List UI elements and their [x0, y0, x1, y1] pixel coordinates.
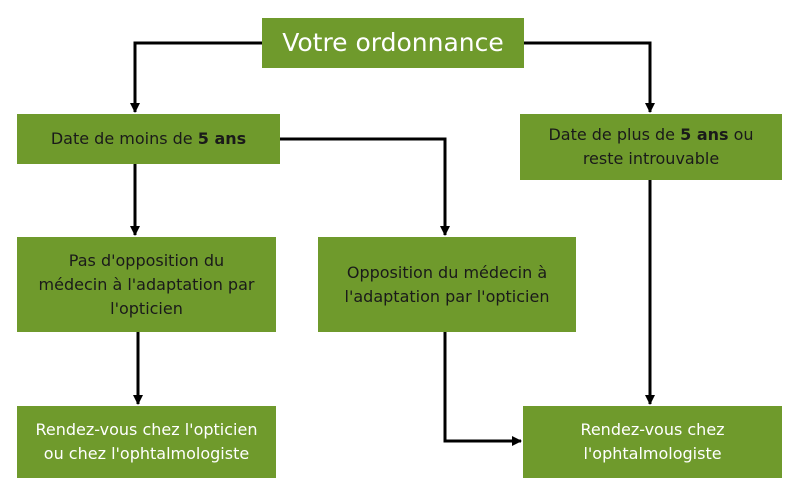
node-old-line-2: reste introuvable — [582, 149, 720, 168]
node-old-prefix: Date de plus de — [548, 125, 681, 144]
node-recent-prefix: Date de moins de — [50, 129, 198, 148]
arrow-title-to-old — [524, 41, 655, 113]
node-less-than-5-years: Date de moins de 5 ans — [17, 114, 280, 164]
node-no-opposition-line: l'opticien — [110, 298, 183, 318]
node-recent-bold: 5 ans — [197, 129, 247, 148]
arrow-recent-to-opposition — [280, 137, 450, 236]
node-go-to-ophthalmologist: Rendez-vous chez l'ophtalmologiste — [523, 406, 782, 478]
node-no-opposition-line: Pas d'opposition du — [68, 250, 225, 270]
node-opposition-line: l'adaptation par l'opticien — [344, 286, 550, 306]
node-no-opposition-text: Pas d'opposition du médecin à l'adaptati… — [39, 249, 255, 321]
node-optician-line: Rendez-vous chez l'opticien — [35, 420, 258, 439]
node-ophthalmologist-line: l'ophtalmologiste — [583, 444, 722, 463]
node-old-suffix: ou — [728, 125, 754, 144]
node-title-text: Votre ordonnance — [282, 28, 504, 58]
node-old-bold: 5 ans — [680, 125, 729, 144]
node-opposition-line: Opposition du médecin à — [346, 262, 548, 282]
node-old-line-1: Date de plus de 5 ans ou — [548, 123, 753, 147]
node-ophthalmologist-text: Rendez-vous chez l'ophtalmologiste — [580, 418, 724, 466]
node-go-to-optician: Rendez-vous chez l'opticien ou chez l'op… — [17, 406, 276, 478]
node-optician-text: Rendez-vous chez l'opticien ou chez l'op… — [36, 418, 258, 466]
node-recent-text: Date de moins de 5 ans — [51, 127, 246, 151]
node-more-than-5-years: Date de plus de 5 ans ou reste introuvab… — [520, 114, 782, 180]
node-ophthalmologist-line: Rendez-vous chez — [580, 420, 725, 439]
node-no-opposition: Pas d'opposition du médecin à l'adaptati… — [17, 237, 276, 332]
node-opposition-text: Opposition du médecin à l'adaptation par… — [345, 261, 550, 309]
arrow-opposition-to-ophthalmologist — [443, 332, 522, 446]
arrow-title-to-recent — [130, 41, 262, 113]
node-no-opposition-line: médecin à l'adaptation par — [38, 274, 255, 294]
node-optician-line: ou chez l'ophtalmologiste — [43, 444, 250, 463]
node-opposition: Opposition du médecin à l'adaptation par… — [318, 237, 576, 332]
node-your-prescription: Votre ordonnance — [262, 18, 524, 68]
node-old-text: Date de plus de 5 ans ou reste introuvab… — [548, 123, 753, 171]
